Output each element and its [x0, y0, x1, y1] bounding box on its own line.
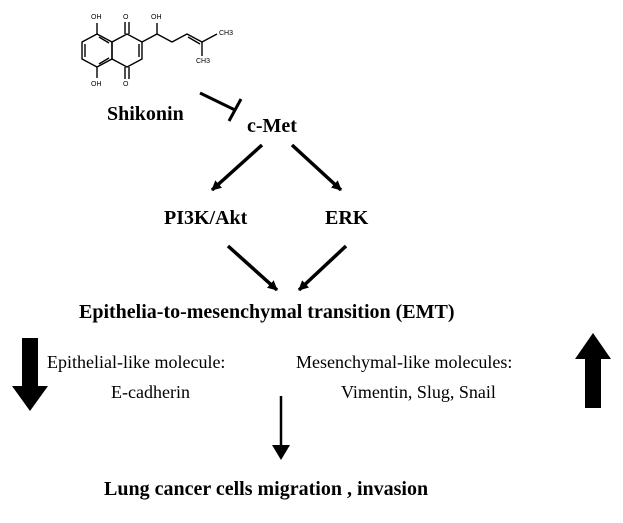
- arrow-pi3k-to-emt: [226, 244, 279, 292]
- arrow-emt-to-outcome-head: [272, 445, 290, 460]
- epithelial-value: E-cadherin: [111, 382, 190, 402]
- atom-label-oh: OH: [151, 14, 162, 21]
- epithelial-title: Epithelial-like molecule:: [47, 352, 226, 372]
- atom-label-ch3: CH3: [196, 58, 211, 65]
- arrow-cmet-to-erk: [290, 143, 343, 192]
- atom-label-oh: OH: [91, 81, 102, 88]
- arrow-cmet-to-pi3k: [210, 143, 264, 192]
- atom-label-oh: OH: [91, 14, 102, 21]
- mesenchymal-title: Mesenchymal-like molecules:: [296, 352, 513, 372]
- node-emt: Epithelia-to-mesenchymal transition (EMT…: [79, 301, 455, 323]
- atom-label-o: O: [123, 81, 129, 88]
- node-outcome: Lung cancer cells migration , invasion: [104, 478, 429, 500]
- increase-arrow-icon: [575, 333, 611, 408]
- mesenchymal-value: Vimentin, Slug, Snail: [341, 382, 496, 402]
- arrow-erk-to-emt: [297, 244, 348, 292]
- atom-label-o: O: [123, 14, 129, 21]
- inhibition-edge: [199, 91, 243, 122]
- node-c-met: c-Met: [247, 115, 297, 137]
- node-erk: ERK: [325, 207, 369, 229]
- atom-label-ch3: CH3: [219, 30, 234, 37]
- node-pi3k-akt: PI3K/Akt: [164, 207, 248, 229]
- decrease-arrow-icon: [12, 338, 48, 411]
- shikonin-structure: [81, 22, 218, 79]
- node-shikonin: Shikonin: [107, 103, 184, 125]
